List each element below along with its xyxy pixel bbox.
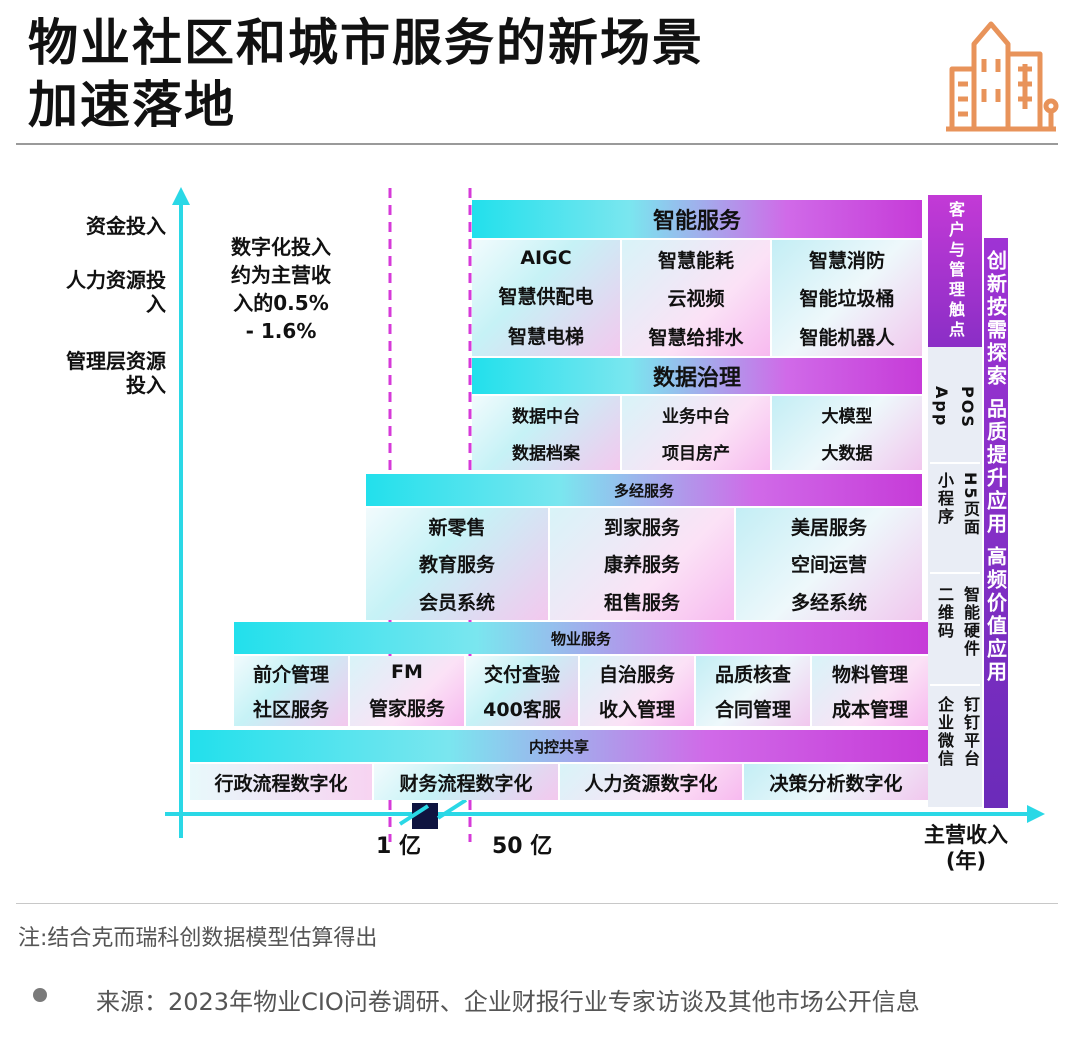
y-label-hr: 人力资源投 入 [66, 268, 166, 316]
y-label-management: 管理层资源 投入 [66, 349, 166, 397]
diversified-col-2: 到家服务 康养服务 租售服务 [550, 508, 734, 620]
diversified-col-3: 美居服务 空间运营 多经系统 [736, 508, 922, 620]
control-item-4: 决策分析数字化 [744, 764, 928, 800]
smart-services-header: 智能服务 [472, 200, 922, 238]
smart-item: 智慧供配电 [498, 285, 594, 308]
footnote: 注:结合克而瑞科创数据模型估算得出 [18, 926, 378, 951]
y-label-funding: 资金投入 [86, 214, 166, 238]
data-item: 大模型 [821, 407, 873, 427]
property-col-2: FM 管家服务 [350, 656, 464, 726]
source-text: 来源：2023年物业CIO问卷调研、企业财报行业专家访谈及其他市场公开信息 [96, 988, 920, 1016]
touchpoint-divider [930, 684, 980, 686]
control-item-2: 财务流程数字化 [374, 764, 558, 800]
touchpoint-qrcode: 二维码 [935, 586, 954, 640]
diversified-item: 租售服务 [603, 591, 680, 614]
smart-item: 智能机器人 [799, 327, 895, 350]
property-item: 社区服务 [252, 699, 329, 721]
x-tick-1: 1 亿 [376, 834, 421, 859]
smart-item: 智慧能耗 [657, 249, 734, 272]
smart-item: 智慧电梯 [507, 326, 584, 349]
property-item: FM [391, 661, 423, 684]
property-item: 自治服务 [598, 664, 675, 686]
smart-item: 云视频 [667, 288, 725, 311]
touchpoint-h5: H5页面 [961, 472, 980, 537]
property-item: 收入管理 [598, 699, 675, 721]
property-item: 物料管理 [831, 664, 908, 686]
property-col-3: 交付查验 400客服 [466, 656, 578, 726]
smart-col-1: AIGC 智慧供配电 智慧电梯 [472, 240, 620, 356]
touchpoint-miniprogram: 小程序 [935, 472, 954, 526]
data-item: 数据中台 [512, 407, 580, 427]
diversified-item: 康养服务 [603, 554, 680, 577]
property-item: 成本管理 [831, 699, 908, 721]
data-col-3: 大模型 大数据 [772, 396, 922, 470]
control-header: 内控共享 [190, 730, 928, 762]
data-item: 业务中台 [662, 407, 730, 427]
strategy-text: 创新按需探索 品质提升应用 高频价值应用 [983, 250, 1008, 684]
data-governance-header: 数据治理 [472, 358, 922, 394]
title-divider [16, 143, 1058, 145]
touchpoint-app: App [932, 386, 951, 428]
smart-item: 智能垃圾桶 [799, 288, 895, 311]
strategy-panel [984, 238, 1008, 808]
x-axis-label: 主营收入 (年) [924, 823, 1008, 873]
property-item: 管家服务 [368, 697, 445, 720]
data-item: 大数据 [821, 444, 873, 464]
page-title: 物业社区和城市服务的新场景 加速落地 [28, 12, 704, 136]
diversified-item: 空间运营 [790, 554, 867, 577]
diversified-col-1: 新零售 教育服务 会员系统 [366, 508, 548, 620]
touchpoint-dingtalk: 钉钉平台 [961, 696, 980, 768]
touchpoint-divider [930, 572, 980, 574]
smart-item: AIGC [520, 246, 572, 269]
diversified-item: 美居服务 [790, 517, 867, 540]
smart-col-2: 智慧能耗 云视频 智慧给排水 [622, 240, 770, 356]
data-item: 项目房产 [662, 444, 730, 464]
property-item: 品质核查 [714, 664, 791, 686]
bullet-icon [33, 988, 47, 1002]
property-col-5: 品质核查 合同管理 [696, 656, 810, 726]
smart-col-3: 智慧消防 智能垃圾桶 智能机器人 [772, 240, 922, 356]
footer-divider [16, 903, 1058, 904]
investment-note: 数字化投入 约为主营收 入的0.5% - 1.6% [231, 235, 331, 343]
diversified-header: 多经服务 [366, 474, 922, 506]
smart-item: 智慧消防 [808, 249, 885, 272]
diversified-item: 新零售 [428, 517, 486, 540]
smart-item: 智慧给排水 [648, 327, 744, 350]
property-item: 前介管理 [252, 664, 329, 686]
building-icon [946, 21, 1059, 132]
x-tick-50: 50 亿 [492, 834, 553, 859]
data-item: 数据档案 [512, 444, 580, 464]
touchpoint-pos: POS [958, 386, 977, 429]
data-col-2: 业务中台 项目房产 [622, 396, 770, 470]
property-item: 合同管理 [714, 699, 791, 721]
property-col-1: 前介管理 社区服务 [234, 656, 348, 726]
touchpoint-divider [930, 462, 980, 464]
property-col-4: 自治服务 收入管理 [580, 656, 694, 726]
title-line-1: 物业社区和城市服务的新场景 [28, 14, 704, 72]
property-item: 交付查验 [483, 664, 560, 686]
property-col-6: 物料管理 成本管理 [812, 656, 928, 726]
touchpoint-hardware: 智能硬件 [961, 586, 980, 658]
control-item-1: 行政流程数字化 [190, 764, 372, 800]
touchpoint-wecom: 企业微信 [935, 696, 954, 768]
control-item-3: 人力资源数字化 [560, 764, 742, 800]
diversified-item: 会员系统 [418, 591, 495, 614]
touchpoints-header: 客户与管理触点 [928, 195, 982, 347]
diversified-item: 教育服务 [418, 554, 495, 577]
property-item: 400客服 [483, 699, 561, 721]
title-line-2: 加速落地 [28, 76, 236, 134]
diversified-item: 多经系统 [790, 591, 867, 614]
property-header: 物业服务 [234, 622, 928, 654]
data-col-1: 数据中台 数据档案 [472, 396, 620, 470]
diversified-item: 到家服务 [603, 517, 680, 540]
